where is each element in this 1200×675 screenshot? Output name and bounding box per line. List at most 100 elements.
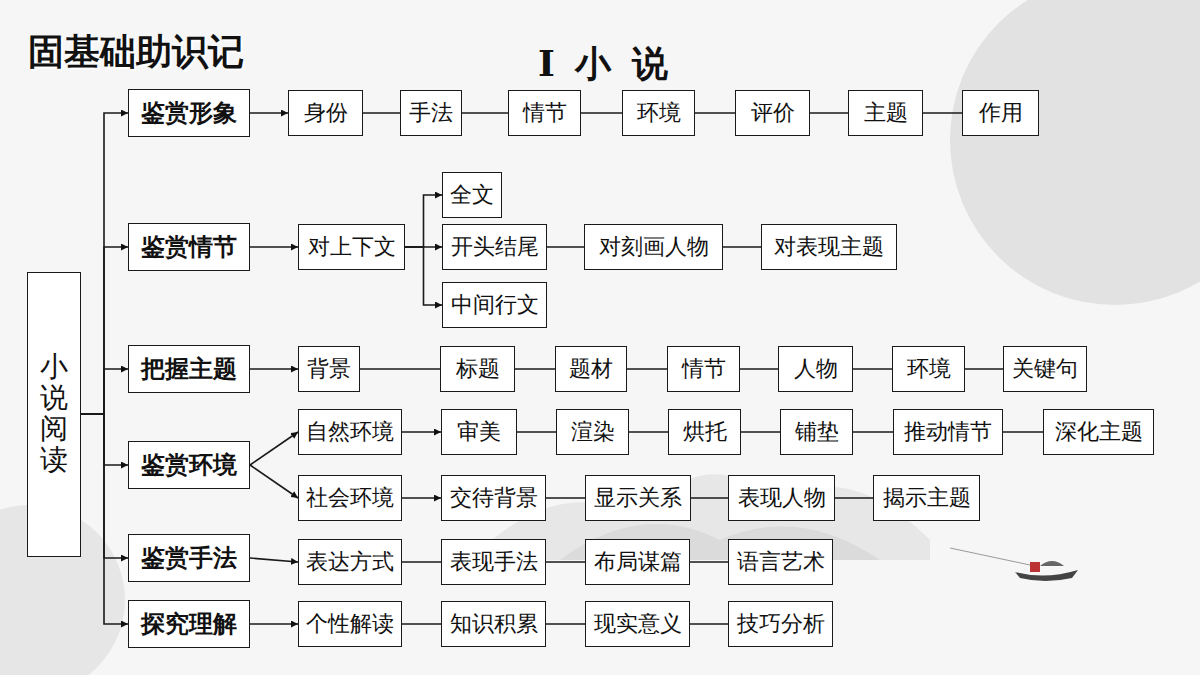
item-box: 推动情节	[893, 409, 1003, 455]
link-line	[741, 431, 780, 433]
arrow-connector	[402, 497, 441, 499]
item-box: 对刻画人物	[584, 224, 723, 270]
item-box: 表达方式	[298, 539, 402, 585]
box-text: 对上下文	[308, 232, 396, 262]
link-line	[546, 561, 585, 563]
link-line	[360, 368, 440, 370]
box-text: 自然环境	[306, 417, 394, 447]
arrow-connector	[250, 368, 298, 370]
box-text: 鉴赏手法	[141, 542, 237, 574]
box-text: 中间行文	[451, 290, 539, 320]
item-box: 背景	[298, 346, 360, 392]
link-line	[1003, 431, 1043, 433]
item-box: 现实意义	[585, 601, 690, 647]
link-line	[835, 497, 873, 499]
item-box: 标题	[440, 346, 515, 392]
link-line	[810, 112, 848, 114]
link-line	[740, 368, 778, 370]
box-text: 标题	[456, 354, 500, 384]
item-box: 环境	[892, 346, 965, 392]
box-text: 情节	[682, 354, 726, 384]
link-line	[695, 112, 735, 114]
item-box: 铺垫	[780, 409, 853, 455]
box-text: 技巧分析	[737, 609, 825, 639]
link-line	[581, 112, 622, 114]
item-box: 烘托	[668, 409, 741, 455]
box-text: 作用	[979, 98, 1023, 128]
item-box: 题材	[555, 346, 627, 392]
item-box: 自然环境	[298, 409, 402, 455]
item-box: 身份	[288, 90, 363, 136]
box-text: 鉴赏情节	[141, 231, 237, 263]
link-line	[629, 431, 668, 433]
link-line	[627, 368, 667, 370]
box-text: 小说阅读	[40, 352, 68, 475]
arrow-connector	[250, 465, 298, 498]
branch-box: 探究理解	[128, 600, 250, 648]
box-text: 审美	[457, 417, 501, 447]
box-text: 主题	[864, 98, 908, 128]
box-text: 知识积累	[450, 609, 538, 639]
box-text: 全文	[450, 180, 494, 210]
item-box: 技巧分析	[728, 601, 833, 647]
box-text: 情节	[523, 98, 567, 128]
item-box: 社会环境	[298, 475, 402, 521]
item-box: 情节	[667, 346, 740, 392]
link-line	[853, 431, 893, 433]
item-box: 交待背景	[441, 475, 546, 521]
link-line	[517, 431, 556, 433]
boatman	[1030, 562, 1040, 572]
link-line	[363, 112, 400, 114]
item-box: 对上下文	[298, 224, 405, 270]
box-text: 鉴赏环境	[141, 449, 237, 481]
grey-circle	[950, 0, 1200, 305]
link-line	[923, 112, 962, 114]
branch-box: 鉴赏情节	[128, 223, 250, 271]
link-line	[690, 623, 728, 625]
link-line	[402, 561, 441, 563]
box-text: 关键句	[1012, 354, 1078, 384]
branch-box: 鉴赏形象	[128, 89, 250, 137]
root-box: 小说阅读	[27, 272, 81, 557]
item-box: 环境	[622, 90, 695, 136]
link-line	[515, 368, 555, 370]
arrow-connector	[250, 112, 288, 114]
item-box: 全文	[442, 172, 502, 218]
branch-box: 把握主题	[128, 345, 250, 393]
item-box: 表现手法	[441, 539, 546, 585]
item-box: 审美	[441, 409, 517, 455]
box-text: 环境	[637, 98, 681, 128]
title: I 小 说	[538, 40, 672, 89]
item-box: 布局谋篇	[585, 539, 690, 585]
box-text: 表达方式	[306, 547, 394, 577]
link-line	[965, 368, 1003, 370]
box-text: 评价	[751, 98, 795, 128]
box-text: 深化主题	[1055, 417, 1143, 447]
item-box: 渲染	[556, 409, 629, 455]
link-line	[462, 112, 508, 114]
box-text: 交待背景	[450, 483, 538, 513]
item-box: 语言艺术	[728, 539, 833, 585]
box-text: 语言艺术	[737, 547, 825, 577]
box-text: 题材	[569, 354, 613, 384]
link-line	[546, 623, 585, 625]
item-box: 知识积累	[441, 601, 546, 647]
box-text: 烘托	[683, 417, 727, 447]
item-box: 关键句	[1003, 346, 1087, 392]
box-text: 身份	[304, 98, 348, 128]
link-line	[546, 497, 585, 499]
arrow-connector	[81, 369, 128, 414]
item-box: 主题	[848, 90, 923, 136]
box-text: 环境	[907, 354, 951, 384]
item-box: 显示关系	[585, 475, 691, 521]
arrow-connector	[405, 195, 442, 247]
box-text: 表现人物	[738, 483, 826, 513]
arrow-connector	[81, 113, 128, 414]
fishing-line	[950, 548, 1030, 565]
arrow-connector	[81, 247, 128, 414]
box-text: 背景	[307, 354, 351, 384]
box-text: 显示关系	[594, 483, 682, 513]
branch-box: 鉴赏手法	[128, 534, 250, 582]
boat	[1015, 570, 1078, 581]
box-text: 鉴赏形象	[141, 97, 237, 129]
